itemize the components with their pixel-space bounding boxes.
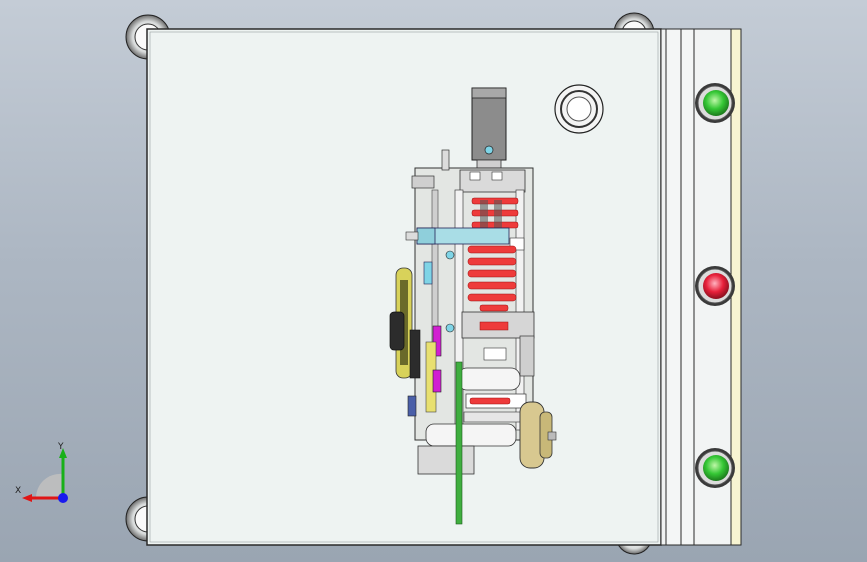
side-rail-2 [665,28,682,546]
side-rail-1 [660,28,667,546]
magenta-part [432,325,442,357]
mechanism-assembly[interactable] [389,87,557,525]
green-push-rod [455,361,463,525]
bearing-housing [519,401,557,469]
upper-spring-stack [471,197,519,230]
main-spring-stack [467,245,517,312]
triad-axes [22,448,68,503]
lower-roller-2 [425,423,517,447]
triad-y-label: Y [58,442,64,452]
cable-gland [554,84,604,134]
stop-button-middle[interactable] [695,266,735,306]
coordinate-triad: Y X [10,440,80,510]
start-button-bottom[interactable] [695,448,735,488]
side-wheel [389,267,421,417]
triad-x-label: X [15,486,22,496]
side-rail-3 [680,28,695,546]
lower-roller-1 [457,367,521,391]
start-button-top[interactable] [695,83,735,123]
enclosure-panel-inner-edge [149,31,659,543]
